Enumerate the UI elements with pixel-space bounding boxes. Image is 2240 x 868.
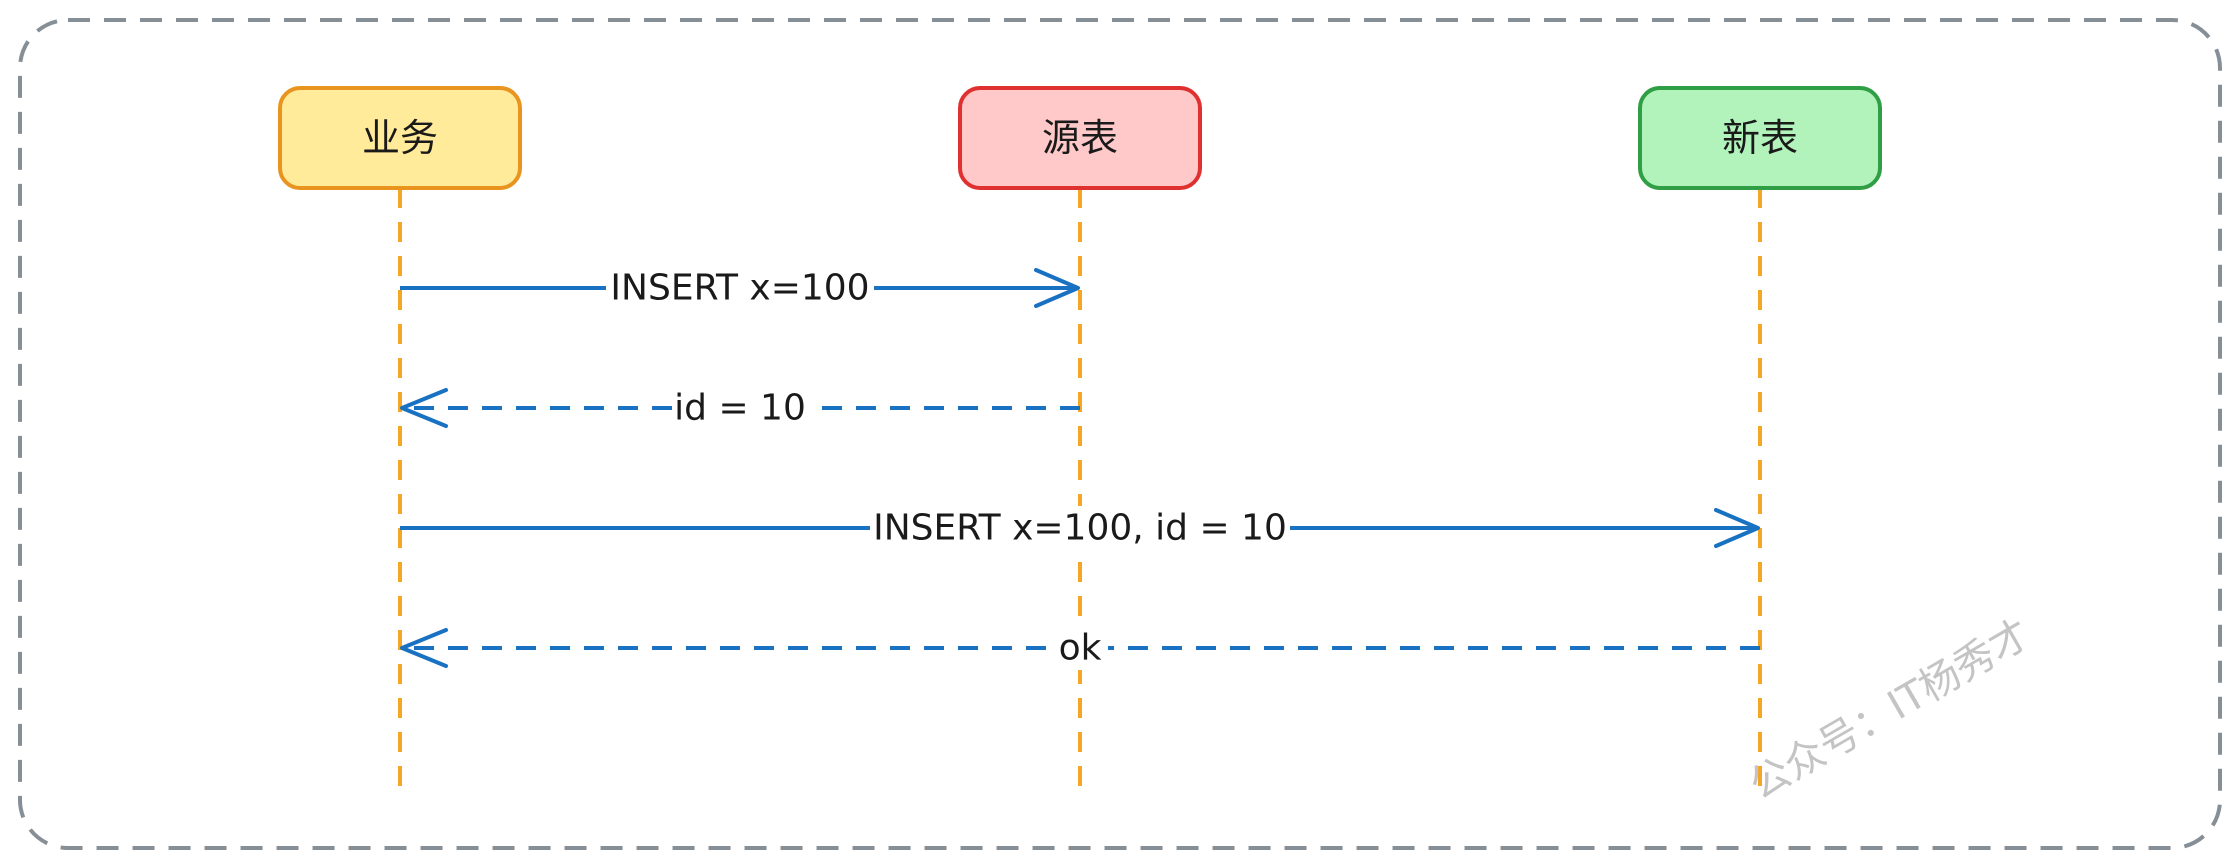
message-4-label: ok — [1059, 628, 1102, 669]
actor-source-label: 源表 — [1042, 116, 1118, 160]
actor-source: 源表 — [958, 86, 1202, 190]
actor-target-box — [1638, 86, 1882, 190]
diagram-frame — [18, 18, 2222, 850]
actor-business: 业务 — [278, 86, 522, 190]
message-2-label-bg — [672, 386, 808, 430]
actor-source-box — [958, 86, 1202, 190]
message-2-arrowhead — [400, 388, 448, 428]
actor-business-label: 业务 — [362, 116, 438, 160]
message-3-arrowhead — [1714, 508, 1760, 548]
message-4-label-bg — [1052, 626, 1108, 670]
message-2: id = 10 — [400, 386, 1080, 430]
message-4: ok — [400, 626, 1760, 670]
message-1: INSERT x=100 — [400, 266, 1080, 310]
watermark-text: 公众号：IT杨秀才 — [1742, 611, 2039, 809]
actor-target-label: 新表 — [1722, 116, 1798, 160]
message-2-label: id = 10 — [674, 388, 806, 429]
message-4-arrowhead — [400, 628, 448, 668]
actor-business-box — [278, 86, 522, 190]
message-1-label: INSERT x=100 — [610, 268, 869, 309]
message-3-label-bg — [870, 506, 1290, 550]
message-3: INSERT x=100, id = 10 — [400, 506, 1760, 550]
message-3-label: INSERT x=100, id = 10 — [873, 508, 1287, 549]
message-1-label-bg — [606, 266, 874, 310]
message-1-arrowhead — [1034, 268, 1080, 308]
actor-target: 新表 — [1638, 86, 1882, 190]
